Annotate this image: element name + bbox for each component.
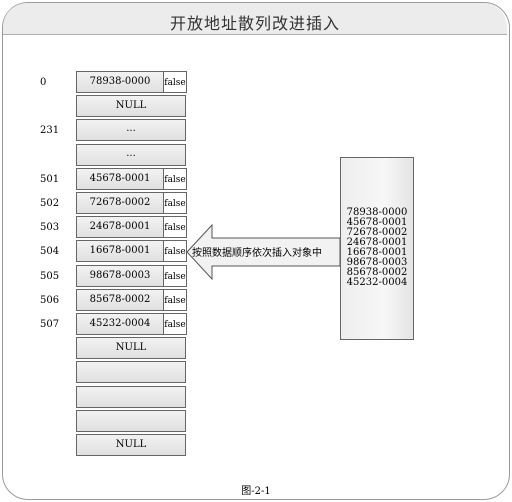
table-cell: 45232-0004 false (76, 313, 187, 335)
cell-value: ... (126, 148, 136, 159)
input-item: 24678-0001 (346, 237, 408, 248)
input-item: 85678-0002 (346, 267, 408, 278)
cell-value: 98678-0003 (89, 270, 151, 281)
row-index: 231 (40, 125, 60, 136)
deleted-flag: false (163, 289, 187, 311)
deleted-flag: false (163, 216, 187, 238)
deleted-flag: false (163, 265, 187, 287)
row-index: 501 (40, 174, 60, 185)
table-cell: NULL (76, 337, 186, 359)
table-cell (76, 410, 186, 432)
deleted-flag: false (163, 313, 187, 335)
title-bar: 开放地址散列改进插入 (3, 3, 507, 35)
row-index: 506 (40, 295, 60, 306)
table-cell: ... (76, 144, 186, 166)
input-item: 45232-0004 (346, 277, 408, 288)
input-item: 72678-0002 (346, 227, 408, 238)
table-cell (76, 386, 186, 408)
cell-value: 16678-0001 (89, 245, 151, 256)
table-cell: 16678-0001 false (76, 240, 187, 262)
deleted-flag: false (163, 71, 187, 93)
row-index: 505 (40, 271, 60, 282)
cell-value: NULL (115, 100, 147, 111)
input-item: 45678-0001 (346, 217, 408, 228)
table-cell: NULL (76, 434, 186, 456)
table-cell: NULL (76, 95, 186, 117)
diagram-title: 开放地址散列改进插入 (169, 14, 340, 33)
input-item: 16678-0001 (346, 247, 408, 258)
cell-value: NULL (115, 342, 147, 353)
table-cell (76, 361, 186, 383)
deleted-flag: false (163, 240, 187, 262)
table-cell: 24678-0001 false (76, 216, 187, 238)
cell-value: 72678-0002 (89, 197, 151, 208)
figure-caption: 图-2-1 (241, 486, 271, 497)
deleted-flag: false (163, 192, 187, 214)
row-index: 503 (40, 222, 60, 233)
row-index: 0 (40, 77, 47, 88)
row-index: 507 (40, 319, 60, 330)
row-index: 504 (40, 246, 60, 257)
arrow-label: 按照数据顺序依次插入对象中 (192, 248, 322, 259)
table-cell: 45678-0001 false (76, 168, 187, 190)
table-cell: ... (76, 119, 186, 141)
table-cell: 85678-0002 false (76, 289, 187, 311)
cell-value: 24678-0001 (89, 221, 151, 232)
table-cell: 98678-0003 false (76, 265, 187, 287)
cell-value: 85678-0002 (89, 294, 151, 305)
row-index: 502 (40, 198, 60, 209)
table-cell: 78938-0000 false (76, 71, 187, 93)
cell-value: 78938-0000 (89, 76, 151, 87)
input-item: 98678-0003 (346, 257, 408, 268)
cell-value: NULL (115, 439, 147, 450)
deleted-flag: false (163, 168, 187, 190)
cell-value: 45678-0001 (89, 173, 151, 184)
input-item: 78938-0000 (346, 207, 408, 218)
cell-value: 45232-0004 (89, 318, 151, 329)
table-cell: 72678-0002 false (76, 192, 187, 214)
cell-value: ... (126, 123, 136, 134)
